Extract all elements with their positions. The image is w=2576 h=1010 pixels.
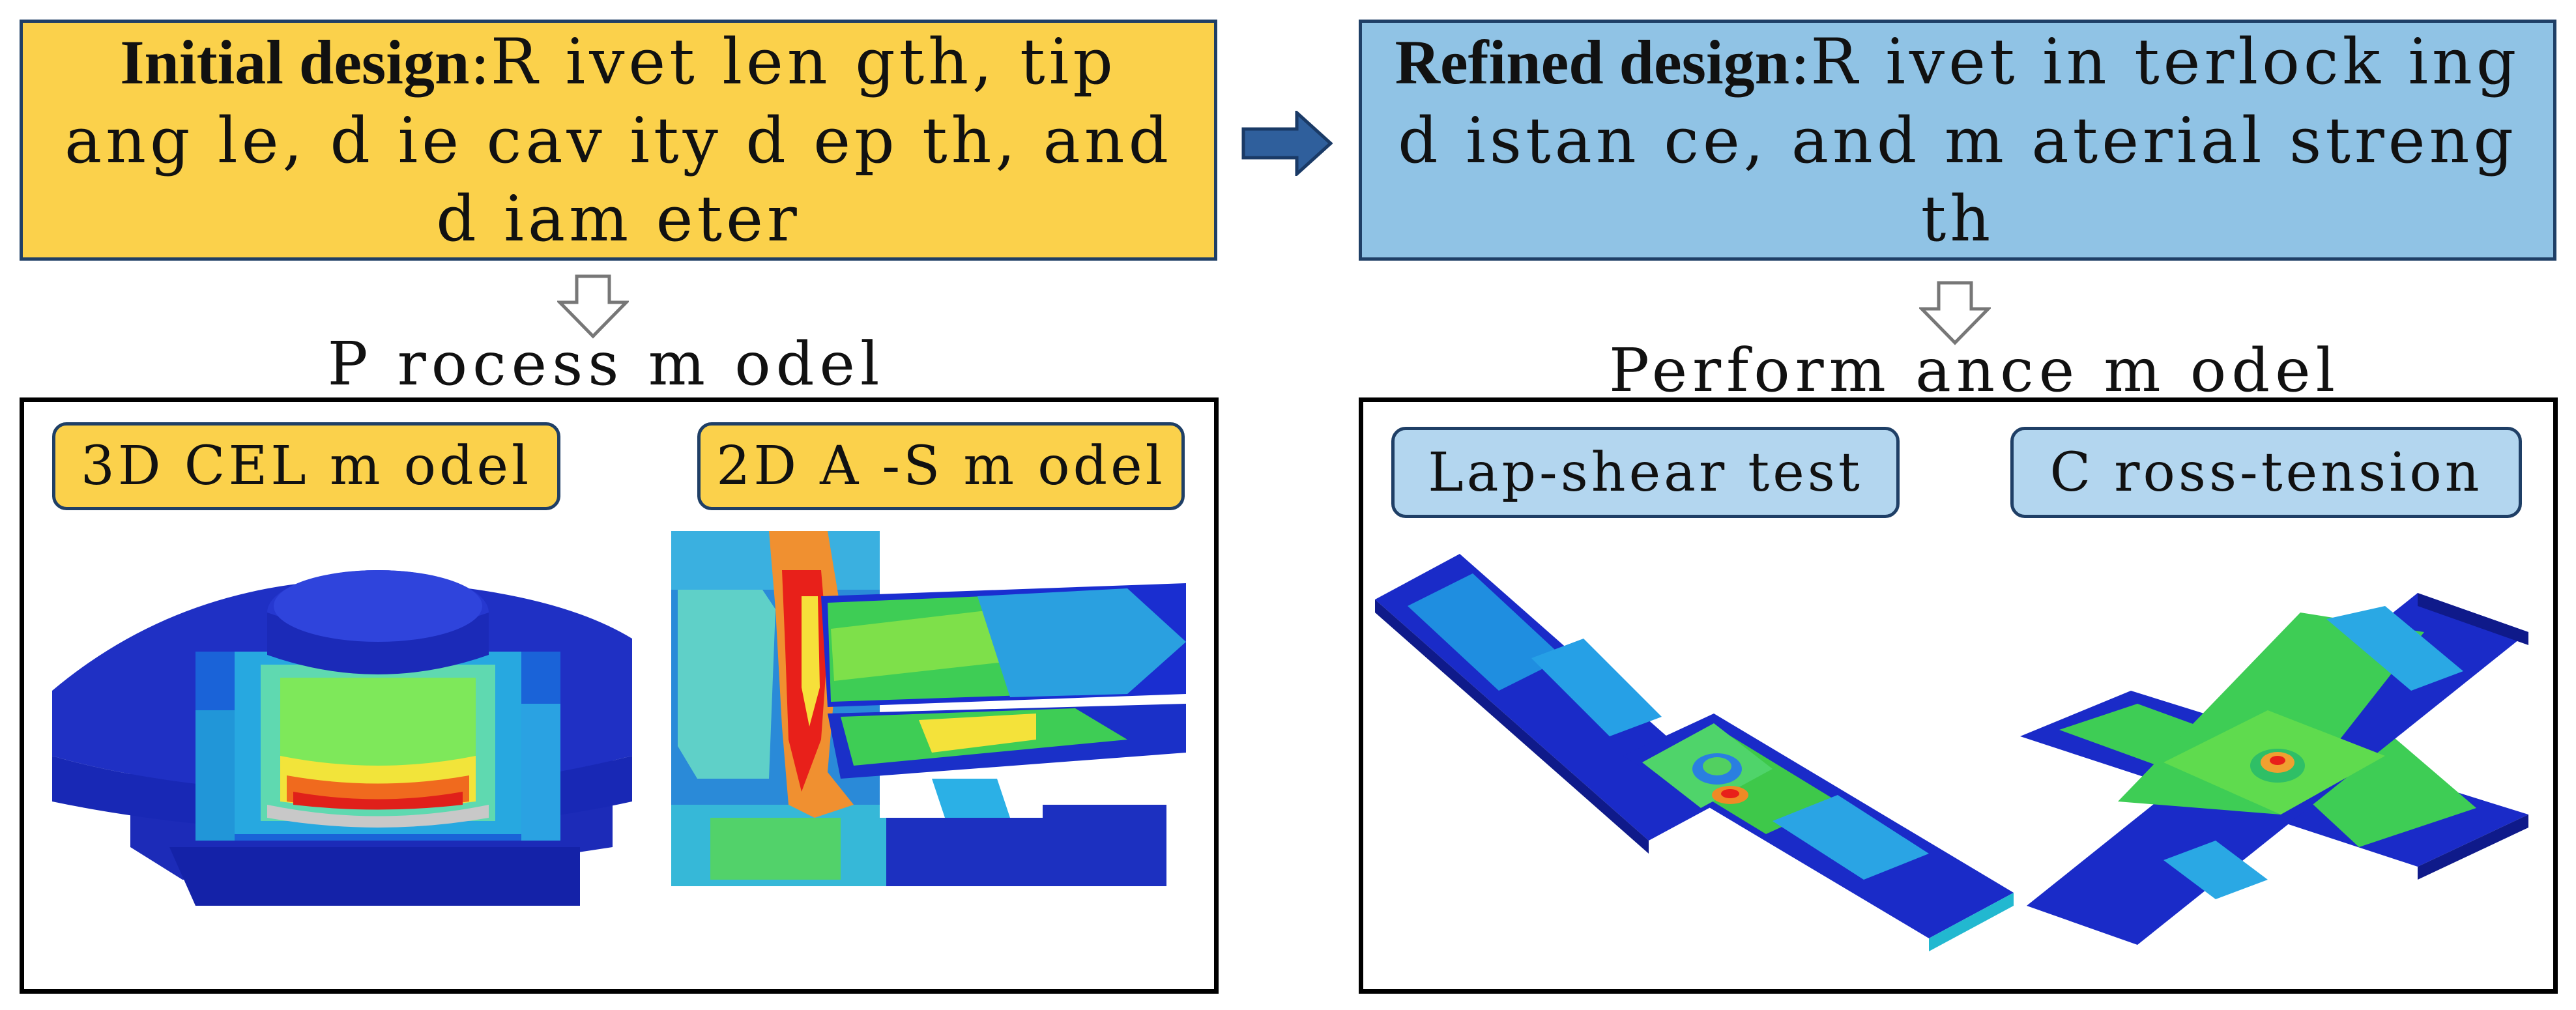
initial-design-separator: : xyxy=(469,25,491,98)
refined-design-separator: : xyxy=(1789,25,1811,98)
refined-design-text: R ivet in terlock ing d istan ce, and m … xyxy=(1398,25,2521,255)
refined-design-box: Refined design:R ivet in terlock ing d i… xyxy=(1359,20,2556,261)
initial-design-title: Initial design xyxy=(120,27,470,97)
initial-design-text: R ivet len gth, tip ang le, d ie cav ity… xyxy=(64,25,1173,255)
process-model-label: P rocess m odel xyxy=(327,329,885,399)
down-arrow-icon-right xyxy=(1919,281,1991,345)
3d-cel-model-image xyxy=(52,570,632,906)
cross-tension-image xyxy=(2020,593,2528,945)
performance-model-label: Perform ance m odel xyxy=(1608,336,2341,405)
tag-lap-shear-test: Lap-shear test xyxy=(1391,427,1900,518)
2d-as-model-image xyxy=(671,531,1186,886)
tag-3d-cel-model: 3D CEL m odel xyxy=(52,422,560,510)
tag-2d-as-model: 2D A -S m odel xyxy=(697,422,1185,510)
refined-design-title: Refined design xyxy=(1395,27,1790,97)
down-arrow-icon-left xyxy=(557,274,629,339)
right-arrow-icon xyxy=(1241,111,1333,176)
initial-design-box: Initial design:R ivet len gth, tip ang l… xyxy=(20,20,1217,261)
tag-cross-tension: C ross-tension xyxy=(2010,427,2522,518)
lap-shear-test-image xyxy=(1375,554,2014,951)
